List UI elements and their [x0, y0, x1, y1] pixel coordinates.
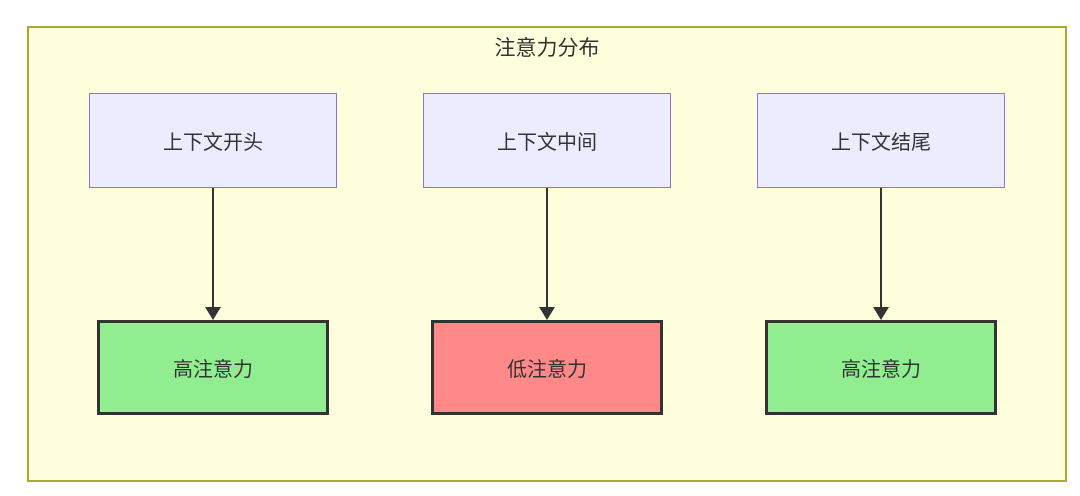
arrow-context-start: [205, 188, 221, 320]
arrow-line: [546, 188, 548, 307]
target-node-label: 低注意力: [507, 359, 587, 381]
diagram-columns: 上下文开头 高注意力 上下文中间 低注意力: [29, 93, 1065, 415]
arrow-line: [212, 188, 214, 307]
arrow-down-icon: [205, 307, 221, 320]
arrow-context-middle: [539, 188, 555, 320]
column-context-middle: 上下文中间 低注意力: [423, 93, 671, 415]
target-node-label: 高注意力: [841, 359, 921, 381]
source-node-context-end: 上下文结尾: [757, 93, 1005, 188]
arrow-down-icon: [539, 307, 555, 320]
arrow-context-end: [873, 188, 889, 320]
target-node-high-attention-2: 高注意力: [765, 320, 997, 415]
column-context-end: 上下文结尾 高注意力: [757, 93, 1005, 415]
diagram-title: 注意力分布: [494, 37, 600, 60]
attention-distribution-container: 注意力分布 上下文开头 高注意力 上下文中间: [27, 26, 1067, 482]
arrow-line: [880, 188, 882, 307]
source-node-label: 上下文结尾: [831, 132, 931, 154]
target-node-low-attention: 低注意力: [431, 320, 663, 415]
source-node-label: 上下文开头: [163, 132, 263, 154]
arrow-down-icon: [873, 307, 889, 320]
source-node-context-start: 上下文开头: [89, 93, 337, 188]
column-context-start: 上下文开头 高注意力: [89, 93, 337, 415]
target-node-high-attention-1: 高注意力: [97, 320, 329, 415]
source-node-label: 上下文中间: [497, 132, 597, 154]
target-node-label: 高注意力: [173, 359, 253, 381]
source-node-context-middle: 上下文中间: [423, 93, 671, 188]
